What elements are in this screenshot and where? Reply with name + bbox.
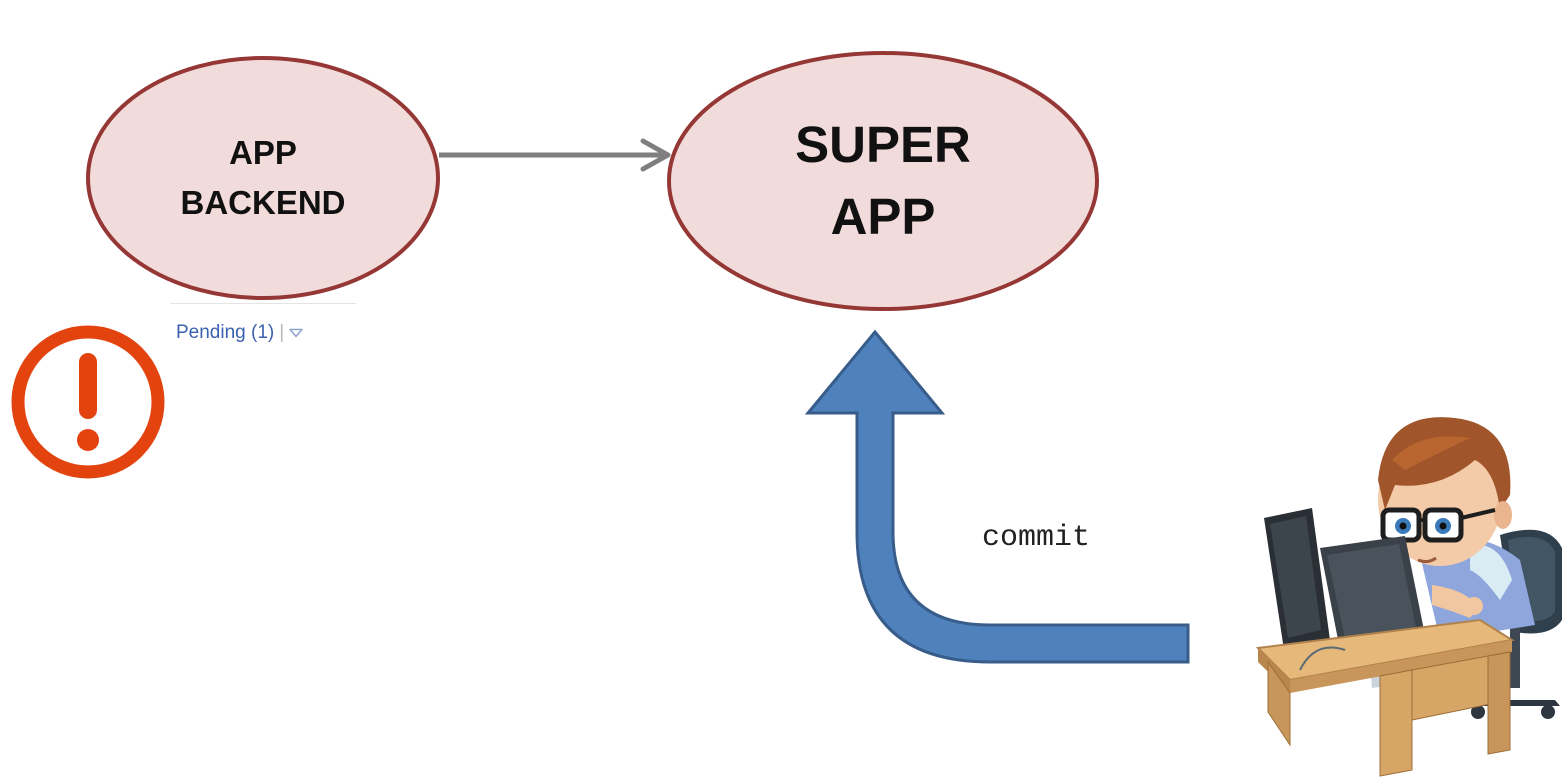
edge-backend-to-super-app bbox=[439, 138, 671, 172]
pending-label[interactable]: Pending (1) bbox=[176, 322, 275, 343]
node-super-app-shape bbox=[667, 51, 1099, 311]
exclamation-circle-icon bbox=[11, 325, 165, 479]
pending-divider bbox=[170, 303, 356, 304]
commit-arrow bbox=[804, 329, 1190, 664]
pending-separator: | bbox=[279, 322, 285, 343]
developer-at-desk-illustration bbox=[1255, 417, 1562, 777]
node-backend-shape bbox=[86, 56, 440, 300]
commit-label: commit bbox=[982, 521, 1091, 555]
chevron-down-icon[interactable] bbox=[289, 328, 303, 338]
pending-status[interactable]: Pending (1) | bbox=[176, 322, 303, 344]
